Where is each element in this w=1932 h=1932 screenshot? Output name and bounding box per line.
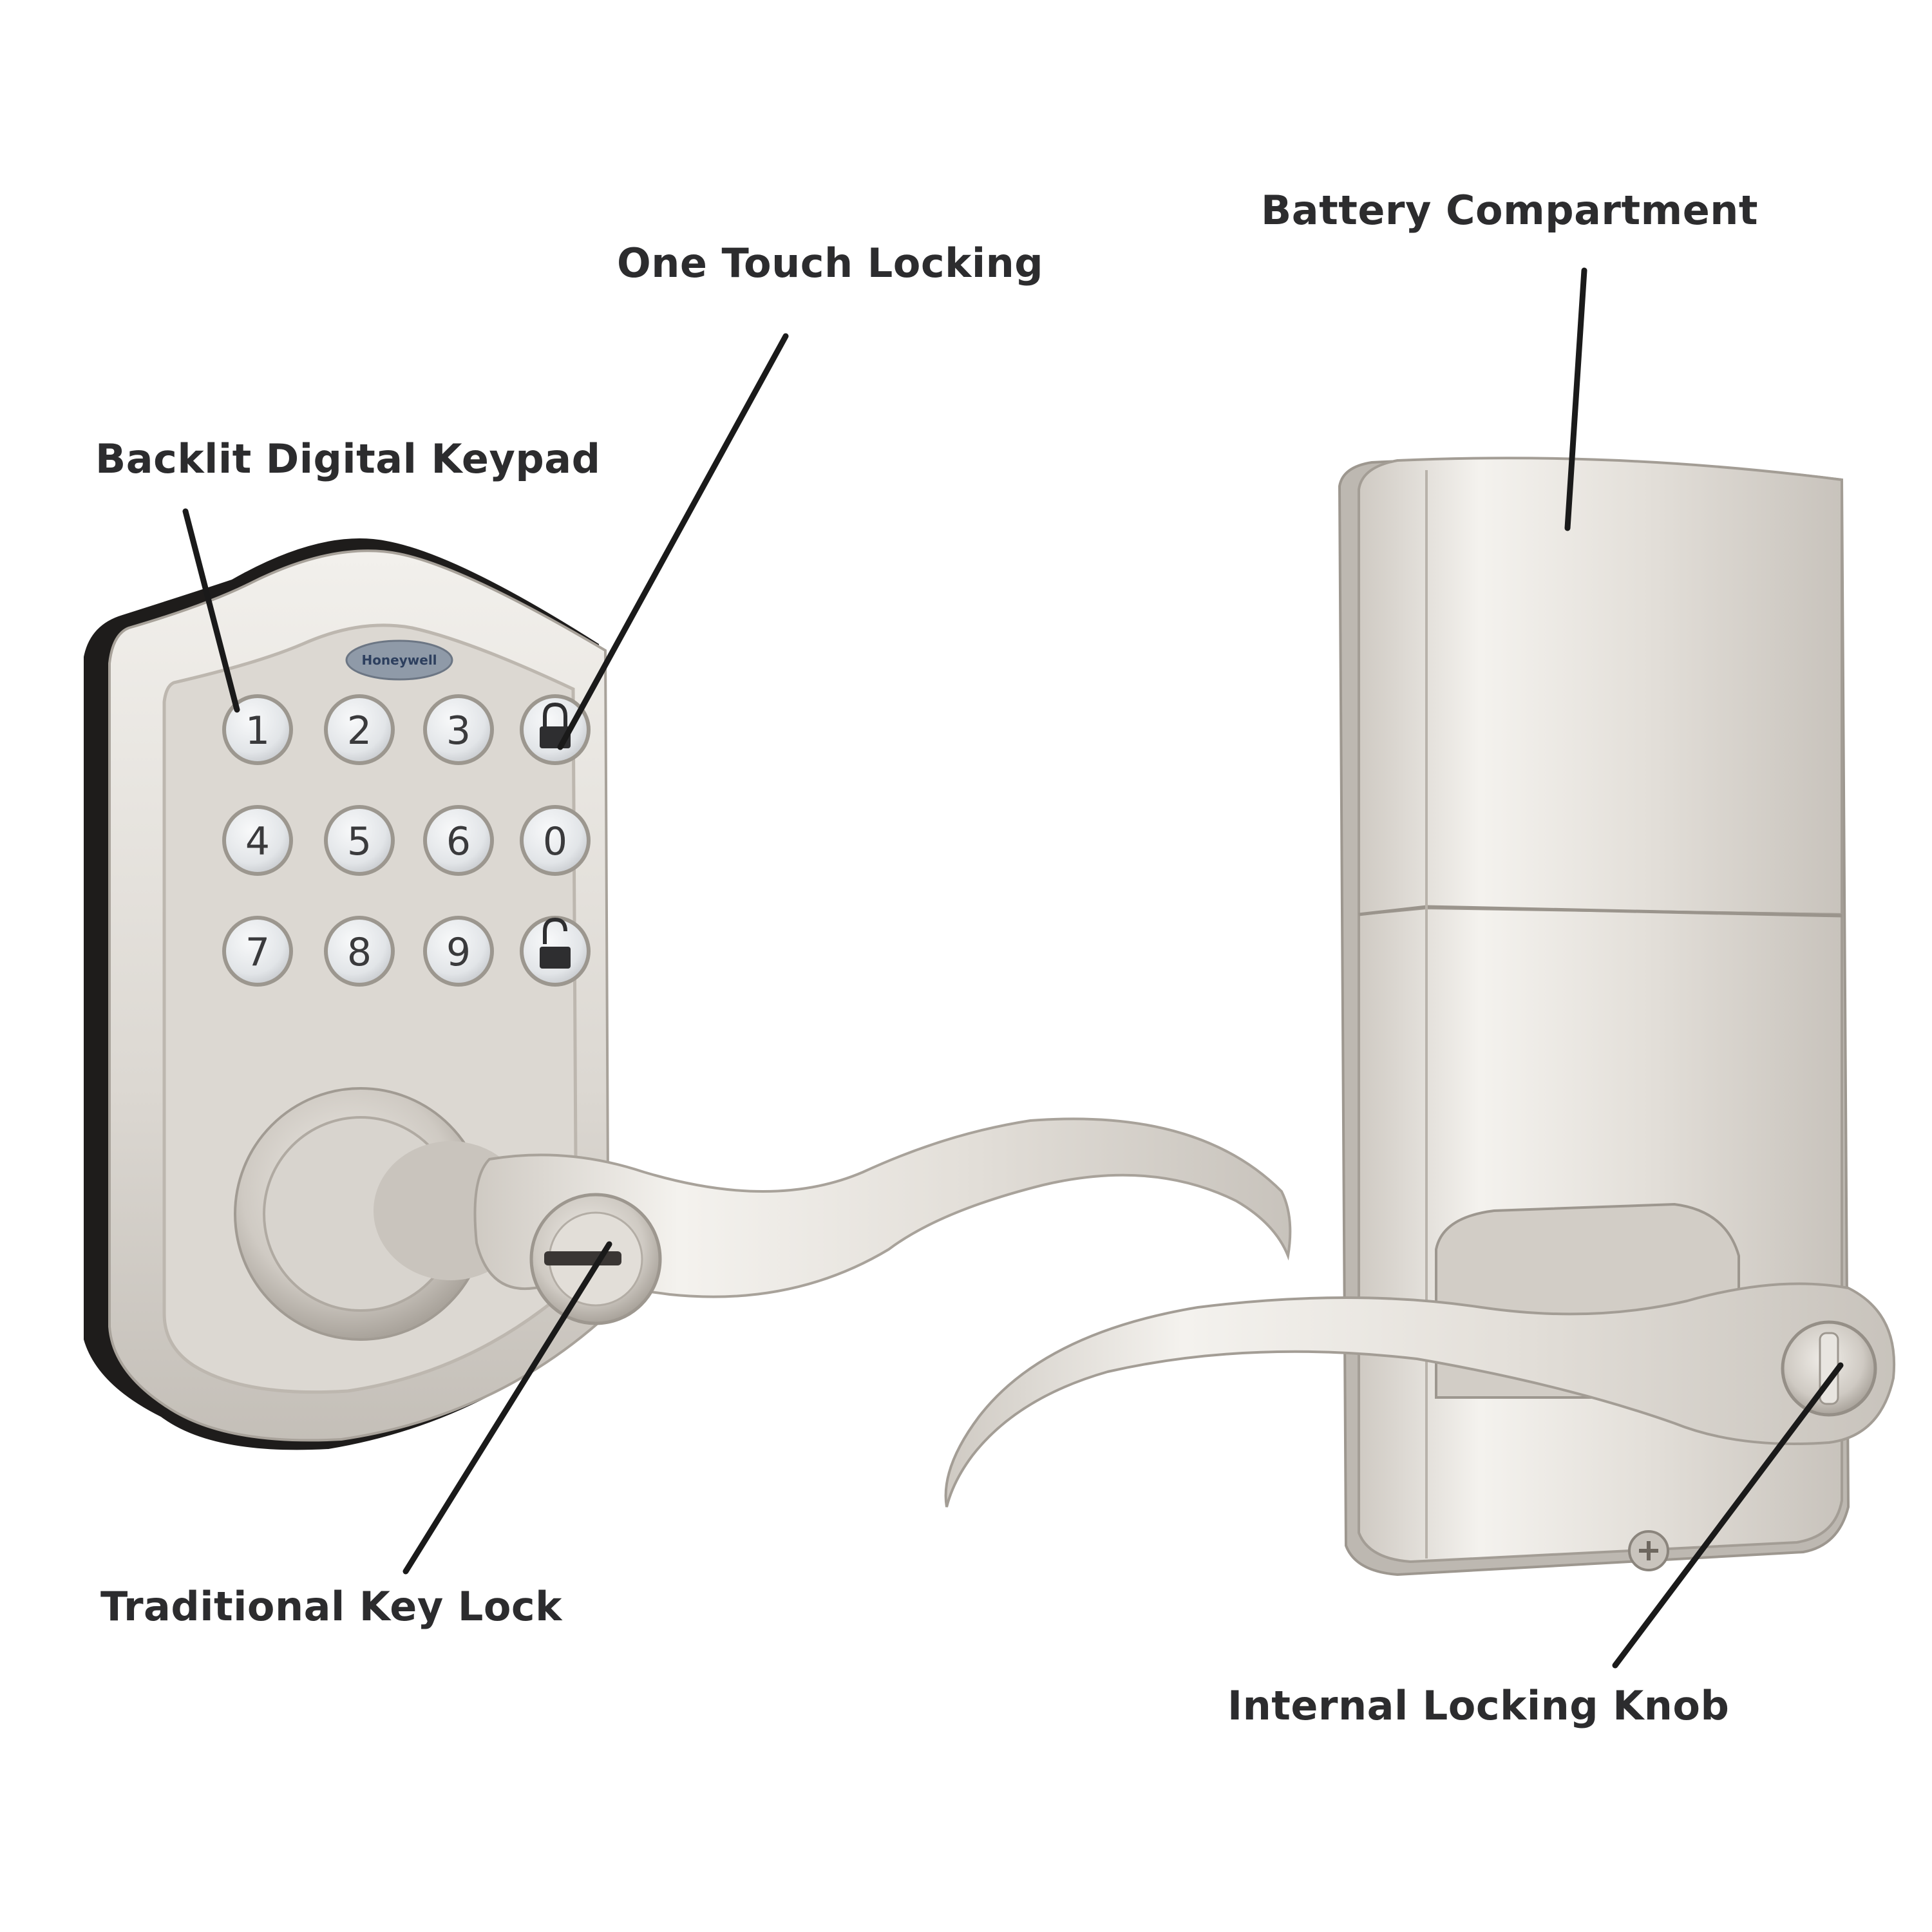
key-8[interactable]: 8 [324,916,395,987]
svg-text:8: 8 [347,930,372,975]
keypad-row-3: 7 8 9 [222,916,591,987]
brand-badge [345,639,453,681]
unlock-icon [540,917,571,969]
key-3[interactable]: 3 [423,694,494,765]
key-9[interactable]: 9 [423,916,494,987]
key-6[interactable]: 6 [423,805,494,876]
interior-battery-unit [944,457,1896,1577]
interior-lever [944,1282,1896,1508]
key-lock[interactable] [520,694,591,765]
leader-battery-compartment [1564,267,1587,531]
key-4[interactable]: 4 [222,805,293,876]
svg-text:2: 2 [347,708,372,753]
callout-battery-compartment: Battery Compartment [1261,187,1759,234]
svg-text:6: 6 [446,819,471,864]
svg-text:9: 9 [446,930,471,975]
callout-traditional-key-lock: Traditional Key Lock [100,1583,562,1630]
svg-text:4: 4 [245,819,270,864]
key-0[interactable]: 0 [520,805,591,876]
brand-text: Honeywell [361,652,437,668]
svg-text:1: 1 [245,708,270,753]
battery-compartment-cover [1358,457,1843,916]
callout-backlit-digital-keypad: Backlit Digital Keypad [95,435,601,482]
svg-text:3: 3 [446,708,471,753]
keypad-row-1: 1 2 3 [222,694,591,765]
leader-backlit-keypad [182,508,240,713]
leader-traditional-key-lock [402,1241,612,1575]
key-2[interactable]: 2 [324,694,395,765]
svg-text:5: 5 [347,819,372,864]
callout-internal-locking-knob: Internal Locking Knob [1227,1682,1730,1729]
leader-lines [182,267,1844,1669]
svg-text:0: 0 [543,819,567,864]
screw-cross-icon [1639,1541,1658,1560]
leader-internal-locking-knob [1612,1362,1844,1669]
exterior-keypad-lock: Honeywell 1 2 3 4 5 6 0 7 8 9 [84,538,1292,1450]
key-7[interactable]: 7 [222,916,293,987]
key-unlock[interactable] [520,916,591,987]
keyway [544,1251,621,1265]
keypad-row-2: 4 5 6 0 [222,805,591,876]
key-5[interactable]: 5 [324,805,395,876]
svg-text:7: 7 [245,930,270,975]
key-1[interactable]: 1 [222,694,293,765]
leader-one-touch-locking [557,333,789,750]
callout-one-touch-locking: One Touch Locking [617,240,1044,287]
